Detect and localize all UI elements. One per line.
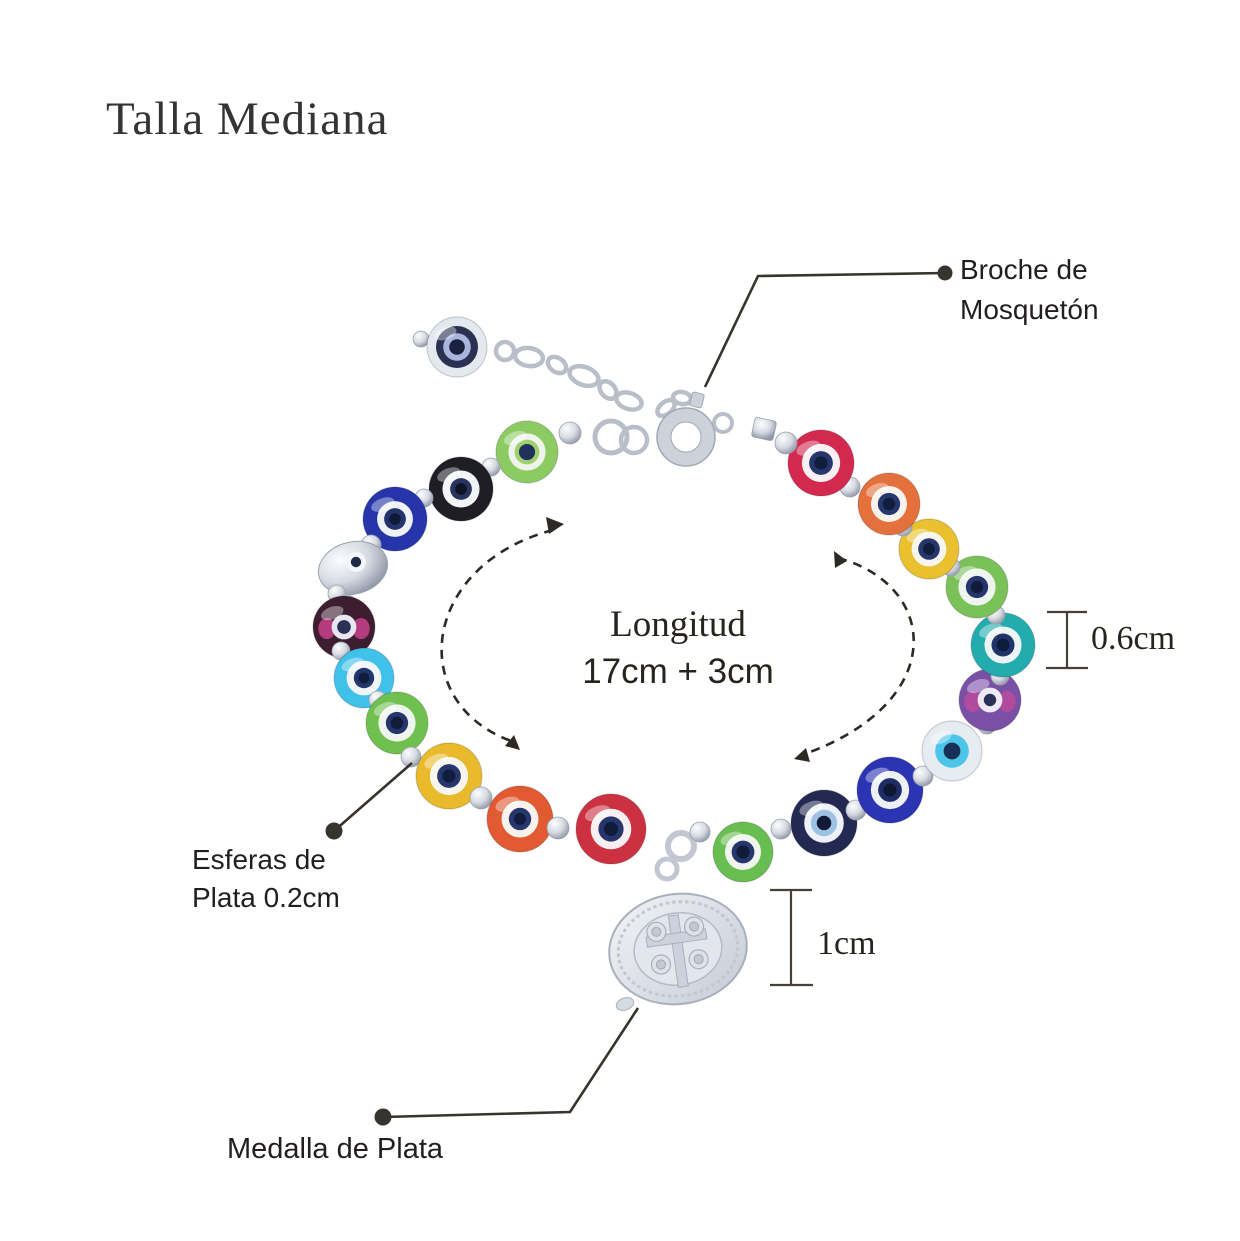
callout-clasp — [703, 265, 953, 388]
medal-bail — [654, 830, 697, 882]
bead-silver-sphere-21 — [546, 816, 570, 840]
clasp-annotation: Broche de Mosquetón — [960, 250, 1099, 330]
bead-eye-38 — [898, 518, 960, 580]
callout-line-spheres — [333, 762, 413, 832]
callout-line-clasp — [703, 271, 946, 388]
bead-eye-40 — [857, 472, 921, 536]
bead-silver-sphere-2 — [558, 421, 582, 445]
bead-eye-26 — [790, 789, 858, 857]
jump-ring — [618, 424, 650, 456]
measure-bracket-bead — [1046, 610, 1088, 670]
bead-eye-1 — [426, 316, 488, 378]
saint-benedict-medal — [608, 892, 748, 1006]
bead-eye-7 — [362, 486, 428, 552]
bead-eye-20 — [486, 785, 554, 853]
arrow-left-bottom — [505, 735, 520, 750]
rotation-arc-left — [440, 517, 564, 750]
callout-dot-clasp — [937, 265, 953, 281]
medal-annotation: Medalla de Plata — [227, 1133, 444, 1165]
callout-line-medal — [382, 1007, 640, 1119]
callout-dot-medal — [374, 1108, 392, 1126]
bead-eye-36 — [945, 555, 1009, 619]
bead-eye-16 — [365, 691, 429, 755]
bead-silver-sphere-29 — [912, 765, 934, 787]
clasp-annotation-line1: Broche de — [960, 254, 1088, 285]
size-title: Talla Mediana — [106, 93, 389, 145]
callout-spheres — [325, 762, 413, 840]
dangle-wire-loop — [493, 339, 517, 363]
jump-ring — [712, 412, 734, 434]
bead-eye-5 — [428, 456, 494, 522]
silver-spheres-line2: Plata 0.2cm — [192, 882, 340, 913]
bead-eye-34 — [970, 612, 1036, 678]
bead-eye-32 — [958, 668, 1022, 732]
jump-ring — [592, 418, 630, 456]
bead-eye-24 — [712, 821, 774, 883]
callout-medal — [374, 1007, 640, 1126]
arrow-right-bottom — [794, 748, 810, 762]
arrow-left-top — [546, 517, 564, 534]
clasp-annotation-line2: Mosquetón — [960, 294, 1099, 325]
bead-silver-sphere-23 — [689, 821, 711, 843]
bead-eye-30 — [921, 720, 983, 782]
bead-strand — [312, 316, 1036, 883]
measure-bracket-medal — [770, 888, 813, 987]
medal-cross-vertical — [667, 914, 689, 988]
bead-eye-42 — [787, 429, 855, 497]
clasp-lever-nub — [689, 391, 705, 409]
length-title: Longitud — [610, 604, 746, 645]
bead-eye-12 — [312, 595, 376, 659]
bead-silver-sphere-43 — [774, 431, 798, 455]
bead-eye-28 — [856, 756, 924, 824]
extension-chain — [493, 339, 734, 456]
bead-eye-22 — [575, 793, 647, 865]
bead-pearl-9 — [317, 540, 389, 596]
bead-size-value: 0.6cm — [1091, 620, 1176, 657]
bead-eye-18 — [415, 742, 483, 810]
length-value: 17cm + 3cm — [582, 652, 774, 691]
medal-quadrant-emblems — [646, 916, 709, 975]
medal-edge-tab — [615, 997, 635, 1011]
bead-eye-3 — [495, 420, 559, 484]
bead-silver-sphere-25 — [770, 818, 792, 840]
arrow-right-top — [834, 551, 847, 568]
medal-size-value: 1cm — [817, 925, 876, 962]
callout-dot-spheres — [325, 822, 343, 840]
silver-spheres-line1: Esferas de — [192, 844, 326, 875]
bead-cube-44 — [751, 417, 777, 441]
bead-silver-sphere-17 — [400, 746, 422, 768]
rotation-arc-right — [794, 551, 915, 762]
bead-silver-sphere-19 — [469, 786, 493, 810]
spring-ring-clasp — [656, 391, 716, 467]
silver-spheres-annotation: Esferas de Plata 0.2cm — [192, 841, 340, 917]
